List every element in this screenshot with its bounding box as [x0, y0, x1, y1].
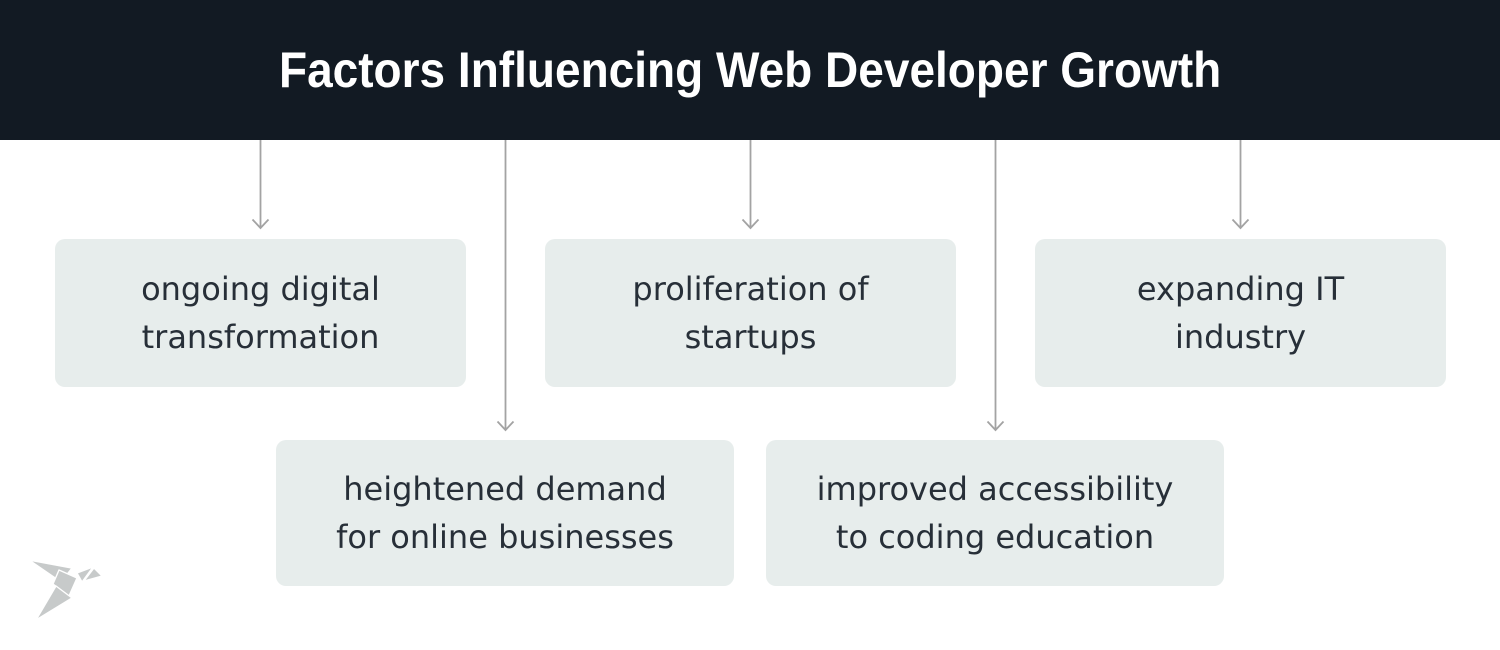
origami-bird-logo: [28, 559, 103, 621]
factor-text-line: ongoing digital: [141, 270, 380, 308]
origami-bird-tail: [35, 585, 73, 621]
factor-text-line: startups: [684, 318, 817, 356]
factor-box-heightened-demand-online-businesses: heightened demand for online businesses: [276, 440, 734, 586]
factor-text-line: improved accessibility: [816, 470, 1174, 508]
factor-box-ongoing-digital-transformation: ongoing digital transformation: [55, 239, 466, 387]
arrow-down-icon: [1231, 140, 1250, 230]
factor-text-line: expanding IT: [1136, 270, 1345, 308]
factor-box-improved-accessibility-coding-education: improved accessibility to coding educati…: [766, 440, 1224, 586]
factor-text-line: proliferation of: [632, 270, 869, 308]
origami-bird-beak: [83, 567, 103, 582]
factor-text-line: heightened demand: [343, 470, 667, 508]
header-banner: Factors Influencing Web Developer Growth: [0, 0, 1500, 140]
factor-box-proliferation-of-startups: proliferation of startups: [545, 239, 956, 387]
arrow-down-icon: [986, 140, 1005, 432]
arrow-down-icon: [496, 140, 515, 432]
origami-bird-head: [76, 566, 94, 583]
factor-text-line: for online businesses: [336, 518, 674, 556]
arrow-down-icon: [741, 140, 760, 230]
arrow-down-icon: [251, 140, 270, 230]
factor-text-line: industry: [1174, 318, 1307, 356]
factor-box-expanding-it-industry: expanding IT industry: [1035, 239, 1446, 387]
factor-text-line: to coding education: [835, 518, 1155, 556]
page-title: Factors Influencing Web Developer Growth: [278, 42, 1222, 98]
factor-text-line: transformation: [141, 318, 380, 356]
